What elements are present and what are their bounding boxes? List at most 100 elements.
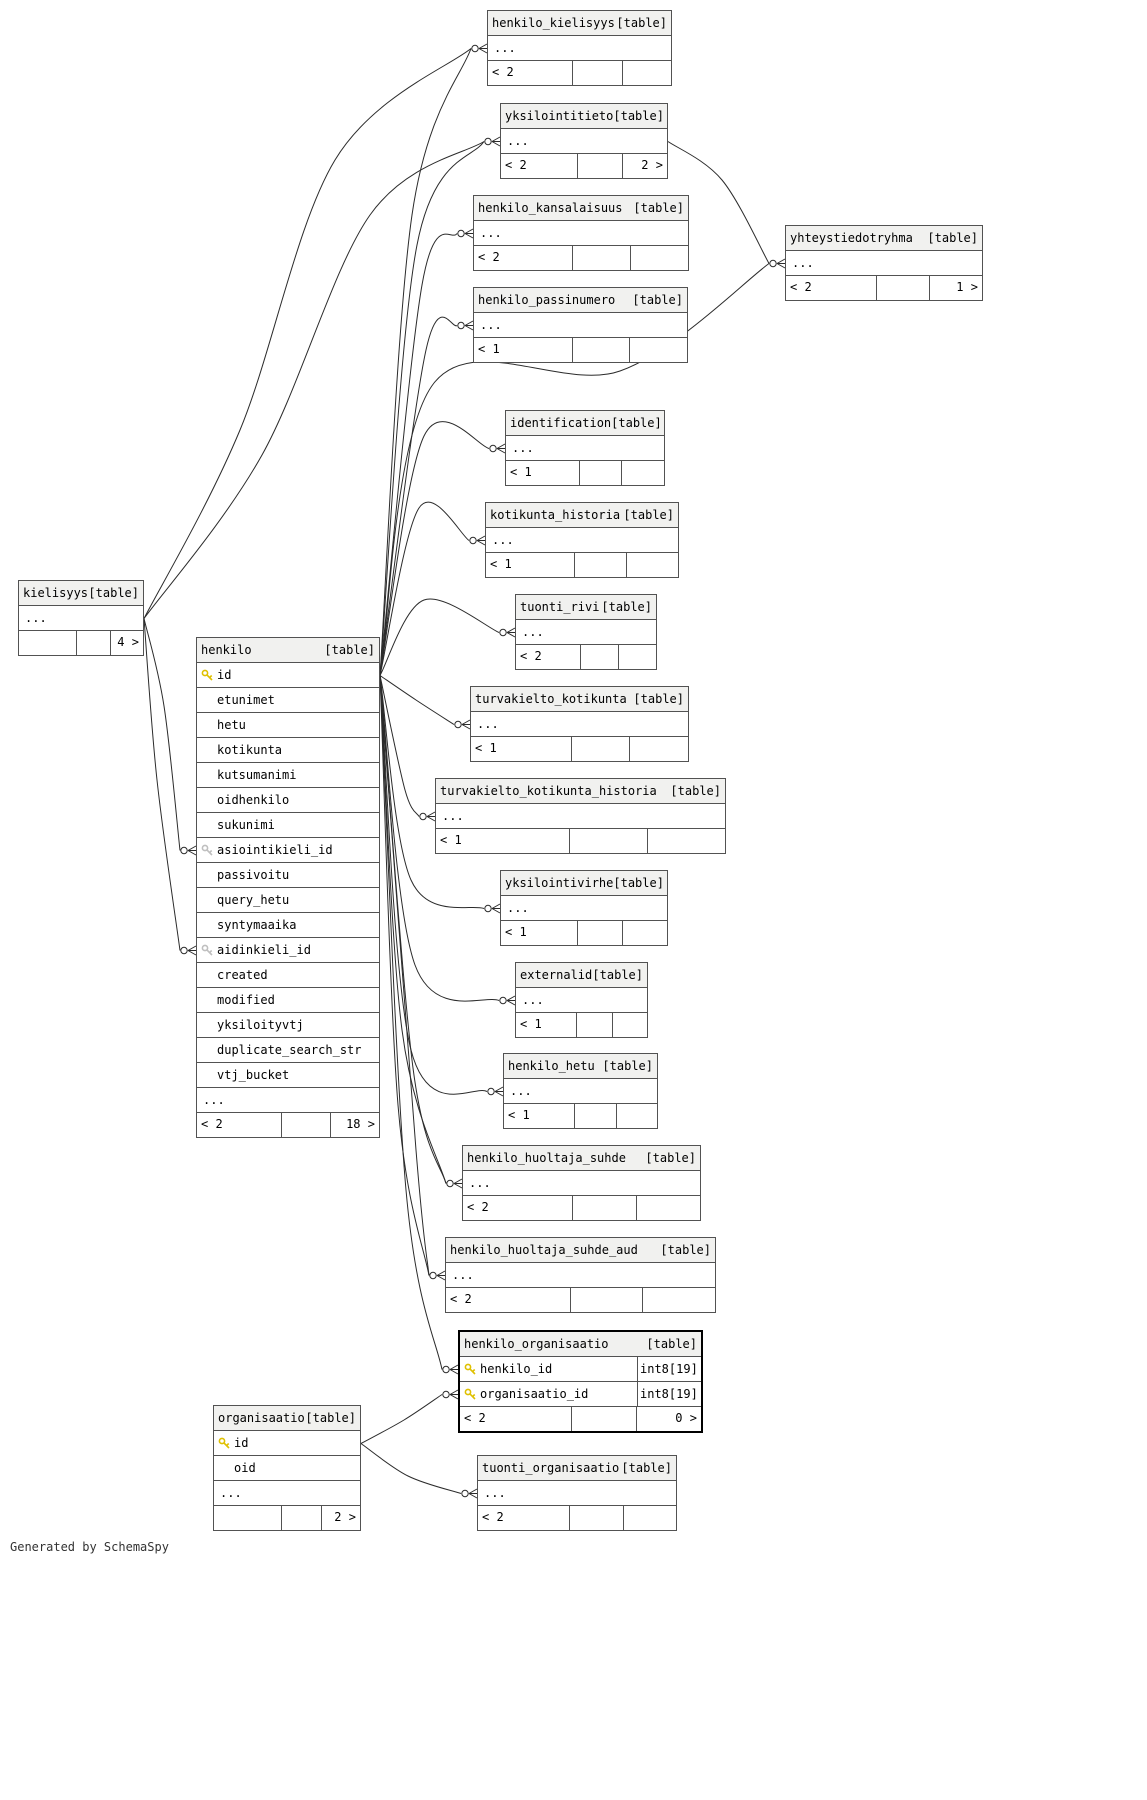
- table-header[interactable]: yhteystiedotryhma[table]: [786, 226, 982, 251]
- table-title: yksilointivirhe: [505, 876, 614, 890]
- parents-count: < 2: [790, 280, 812, 294]
- table-kielisyys[interactable]: kielisyys[table]...4 >: [18, 580, 144, 656]
- table-header[interactable]: turvakielto_kotikunta_historia[table]: [436, 779, 725, 804]
- key-glyph: [201, 844, 213, 856]
- table-turvakielto_kotikunta_historia[interactable]: turvakielto_kotikunta_historia[table]...…: [435, 778, 726, 854]
- column-name: henkilo_id: [480, 1362, 553, 1376]
- ellipsis-label: ...: [203, 1093, 225, 1107]
- parents-count: < 2: [201, 1117, 223, 1131]
- table-header[interactable]: henkilo_organisaatio[table]: [460, 1332, 701, 1357]
- ellipsis-row: ...: [501, 129, 667, 154]
- table-henkilo_kielisyys[interactable]: henkilo_kielisyys[table]...< 2: [487, 10, 672, 86]
- table-header[interactable]: henkilo_kielisyys[table]: [488, 11, 671, 36]
- column-row: id: [214, 1431, 360, 1456]
- fk-connector: [489, 443, 506, 454]
- column-row: oidhenkilo: [197, 788, 379, 813]
- table-footer: < 1: [501, 921, 667, 945]
- table-type-tag: [table]: [660, 1243, 711, 1257]
- parents-count: < 2: [467, 1200, 489, 1214]
- ellipsis-row: ...: [501, 896, 667, 921]
- table-header[interactable]: tuonti_rivi[table]: [516, 595, 656, 620]
- table-header[interactable]: kielisyys[table]: [19, 581, 143, 606]
- table-type-tag: [table]: [613, 876, 664, 890]
- children-count: 18 >: [329, 1113, 379, 1137]
- table-type-tag: [table]: [645, 1151, 696, 1165]
- table-header[interactable]: henkilo[table]: [197, 638, 379, 663]
- ellipsis-label: ...: [477, 717, 499, 731]
- table-type-tag: [table]: [324, 643, 375, 657]
- table-identification[interactable]: identification[table]...< 1: [505, 410, 665, 486]
- relationship-edge: [360, 1394, 443, 1444]
- ellipsis-row: ...: [463, 1171, 700, 1196]
- key-glyph: [201, 669, 213, 681]
- footer-spacer: [570, 737, 630, 761]
- ellipsis-row: ...: [478, 1481, 676, 1506]
- table-header[interactable]: organisaatio[table]: [214, 1406, 360, 1431]
- footer-spacer: [569, 1506, 622, 1530]
- table-header[interactable]: externalid[table]: [516, 963, 647, 988]
- column-row: etunimet: [197, 688, 379, 713]
- table-tuonti_organisaatio[interactable]: tuonti_organisaatio[table]...< 2: [477, 1455, 677, 1531]
- fk-connector: [429, 1270, 446, 1281]
- table-title: turvakielto_kotikunta_historia: [440, 784, 657, 798]
- ellipsis-label: ...: [522, 625, 544, 639]
- table-header[interactable]: identification[table]: [506, 411, 664, 436]
- relationship-edge: [360, 1443, 462, 1494]
- table-header[interactable]: yksilointitieto[table]: [501, 104, 667, 129]
- footer-spacer: [572, 1196, 636, 1220]
- relationship-edge: [379, 675, 455, 725]
- table-turvakielto_kotikunta[interactable]: turvakielto_kotikunta[table]... < 1: [470, 686, 689, 762]
- table-henkilo_hetu[interactable]: henkilo_hetu[table]... < 1: [503, 1053, 658, 1129]
- table-henkilo_passinumero[interactable]: henkilo_passinumero[table]...< 1: [473, 287, 688, 363]
- table-title: turvakielto_kotikunta: [475, 692, 627, 706]
- table-footer: < 2: [516, 645, 656, 669]
- ellipsis-label: ...: [442, 809, 464, 823]
- ellipsis-label: ...: [452, 1268, 474, 1282]
- table-header[interactable]: henkilo_passinumero[table]: [474, 288, 687, 313]
- fk-connector: [442, 1389, 459, 1400]
- table-header[interactable]: henkilo_huoltaja_suhde[table]: [463, 1146, 700, 1171]
- table-header[interactable]: henkilo_kansalaisuus[table]: [474, 196, 688, 221]
- table-title: identification: [510, 416, 612, 430]
- table-footer: < 2: [463, 1196, 700, 1220]
- ellipsis-row: ...: [474, 221, 688, 246]
- table-henkilo_huoltaja_suhde_aud[interactable]: henkilo_huoltaja_suhde_aud[table]...< 2: [445, 1237, 716, 1313]
- column-row: syntymaaika: [197, 913, 379, 938]
- key-glyph: [218, 1437, 230, 1449]
- table-externalid[interactable]: externalid[table]...< 1: [515, 962, 648, 1038]
- ellipsis-label: ...: [510, 1084, 532, 1098]
- table-kotikunta_historia[interactable]: kotikunta_historia[table]...< 1: [485, 502, 679, 578]
- fk-connector: [484, 903, 501, 914]
- table-title: henkilo_organisaatio: [464, 1337, 609, 1351]
- ellipsis-label: ...: [220, 1486, 242, 1500]
- relationship-edge: [379, 233, 458, 676]
- fk-connector: [180, 845, 197, 856]
- table-header[interactable]: henkilo_hetu[table]: [504, 1054, 657, 1079]
- table-yksilointivirhe[interactable]: yksilointivirhe[table]...< 1: [500, 870, 668, 946]
- parents-count: < 1: [475, 741, 497, 755]
- table-header[interactable]: yksilointivirhe[table]: [501, 871, 667, 896]
- table-type-tag: [table]: [601, 600, 652, 614]
- key-glyph: [464, 1363, 476, 1375]
- table-tuonti_rivi[interactable]: tuonti_rivi[table]... < 2: [515, 594, 657, 670]
- table-header[interactable]: kotikunta_historia[table]: [486, 503, 678, 528]
- fk-connector: [487, 1086, 504, 1097]
- table-henkilo_huoltaja_suhde[interactable]: henkilo_huoltaja_suhde[table]... < 2: [462, 1145, 701, 1221]
- footer-spacer: [569, 1288, 643, 1312]
- children-count: [622, 921, 667, 945]
- table-header[interactable]: turvakielto_kotikunta[table]: [471, 687, 688, 712]
- children-count: [630, 246, 688, 270]
- table-henkilo_kansalaisuus[interactable]: henkilo_kansalaisuus[table]...< 2: [473, 195, 689, 271]
- children-count: [642, 1288, 715, 1312]
- table-header[interactable]: tuonti_organisaatio[table]: [478, 1456, 676, 1481]
- column-name: modified: [217, 993, 275, 1007]
- table-header[interactable]: henkilo_huoltaja_suhde_aud[table]: [446, 1238, 715, 1263]
- parents-count: < 1: [508, 1108, 530, 1122]
- column-row: modified: [197, 988, 379, 1013]
